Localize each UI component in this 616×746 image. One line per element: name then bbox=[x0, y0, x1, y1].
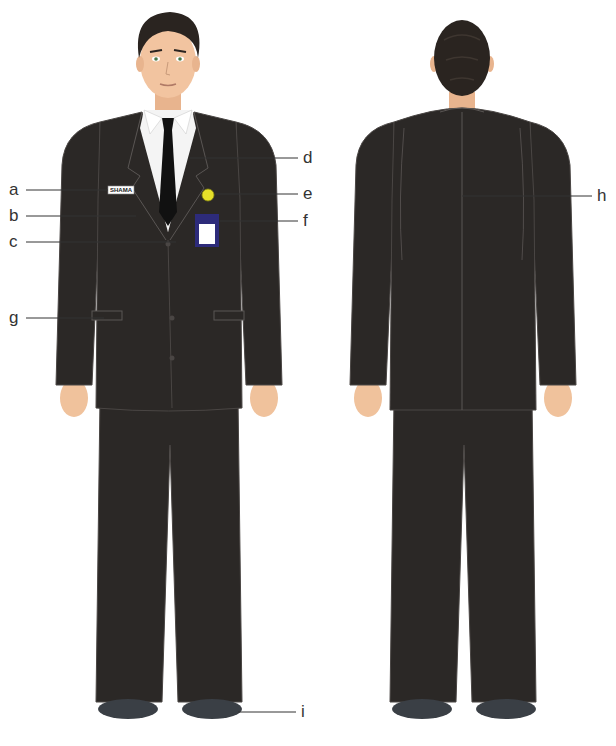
callout-letter: b bbox=[9, 206, 18, 226]
back-figure bbox=[350, 20, 576, 719]
leader-lines bbox=[26, 158, 592, 712]
callout-letter: h bbox=[597, 186, 606, 206]
callout-letter: e bbox=[303, 184, 312, 204]
callout-letter: f bbox=[303, 211, 308, 231]
callout-letter: i bbox=[301, 702, 305, 722]
callout-letter: c bbox=[9, 232, 18, 252]
name-plate-text: SHAMA bbox=[108, 186, 134, 194]
callout-letter: d bbox=[303, 148, 312, 168]
callout-letter: a bbox=[9, 180, 18, 200]
callout-letter: g bbox=[9, 308, 18, 328]
front-figure bbox=[56, 12, 282, 719]
